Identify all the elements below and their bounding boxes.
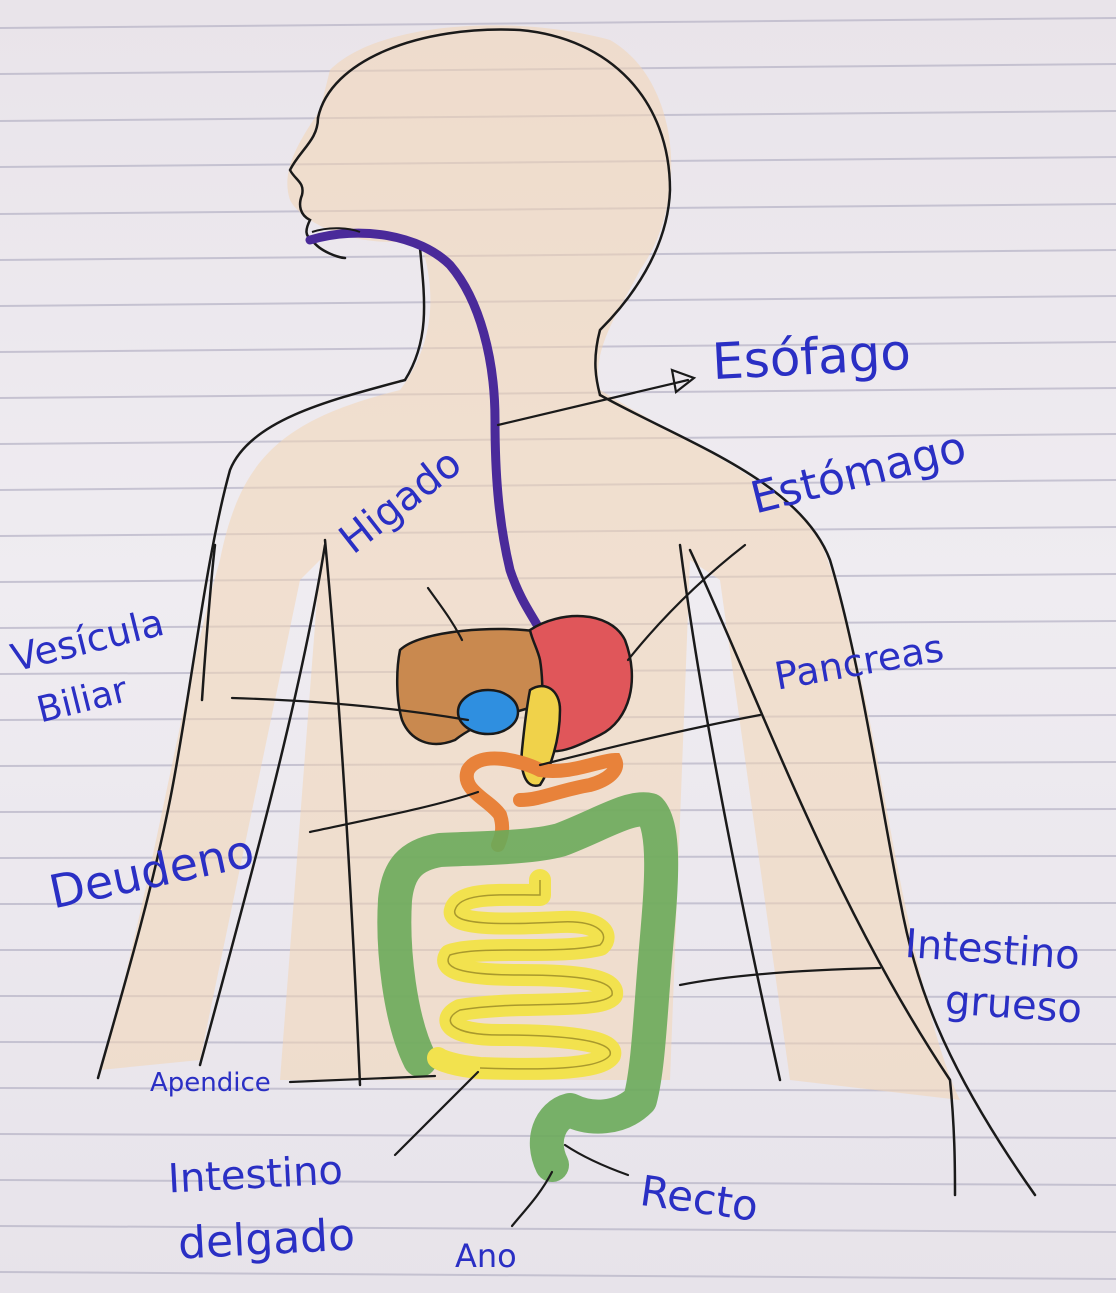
label-intestino-delgado-line2: delgado — [177, 1213, 356, 1266]
label-intestino-delgado-line1: Intestino — [167, 1150, 344, 1199]
gallbladder — [458, 690, 518, 734]
label-intestino-grueso-line1: Intestino — [904, 924, 1081, 976]
pointer-intestino-delgado — [395, 1072, 478, 1155]
label-ano: Ano — [455, 1240, 517, 1272]
label-apendice: Apendice — [150, 1070, 271, 1096]
pointer-recto — [565, 1145, 628, 1175]
label-intestino-grueso-line2: grueso — [944, 980, 1084, 1029]
label-esofago: Esófago — [711, 327, 912, 387]
